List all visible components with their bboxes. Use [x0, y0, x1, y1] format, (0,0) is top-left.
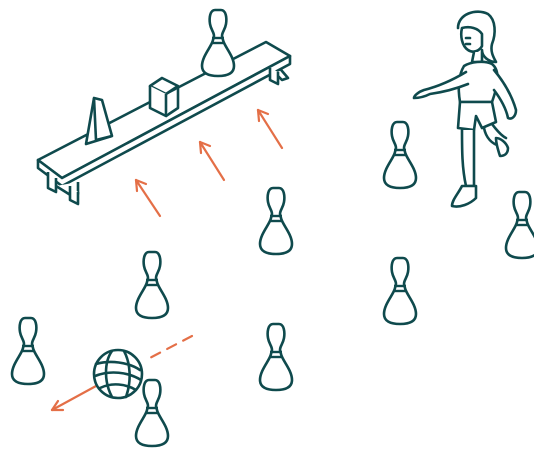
- triangular-wedge: [86, 98, 112, 144]
- bowling-pin: [260, 324, 292, 390]
- bowling-pin: [202, 10, 234, 76]
- bowling-pin: [384, 122, 416, 188]
- movement-arrow: [136, 180, 160, 216]
- bowling-pin: [384, 258, 416, 324]
- bench: [38, 42, 290, 204]
- bowling-pin: [12, 318, 44, 384]
- movement-arrow: [200, 142, 224, 180]
- bowling-pin: [136, 252, 168, 318]
- bowling-pin: [506, 192, 534, 258]
- bowling-pin: [136, 380, 168, 446]
- volleyball: [94, 350, 142, 398]
- bowling-pin: [260, 188, 292, 254]
- child-figure: [414, 12, 516, 207]
- movement-arrow: [258, 110, 282, 148]
- cube-block: [150, 78, 178, 116]
